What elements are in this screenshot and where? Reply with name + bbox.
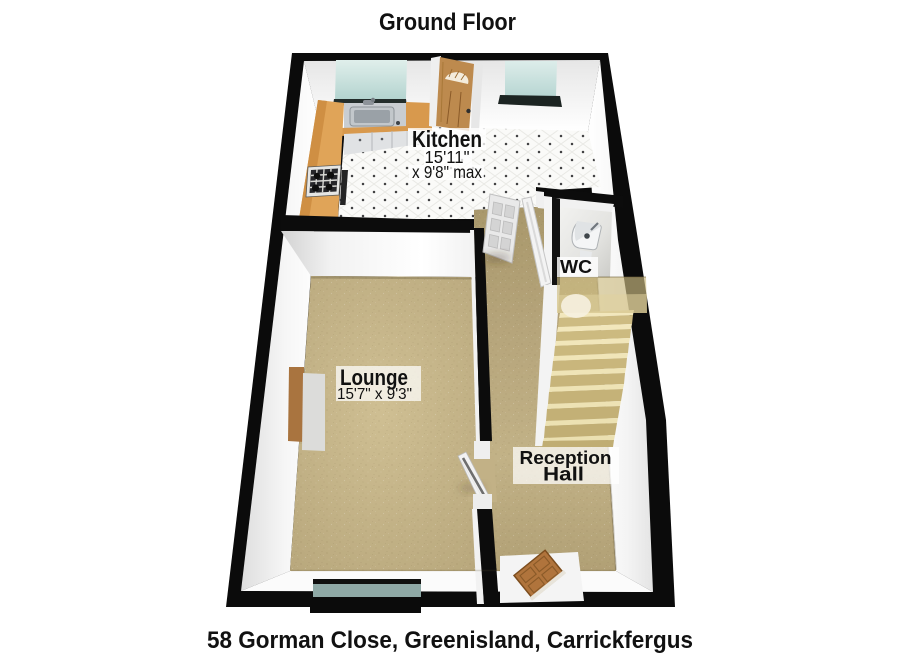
svg-text:x 9'8" max: x 9'8" max xyxy=(412,162,482,182)
svg-text:58 Gorman Close, Greenisland,: 58 Gorman Close, Greenisland, Carrickfer… xyxy=(207,627,693,654)
svg-text:Hall: Hall xyxy=(543,465,584,486)
svg-text:Kitchen: Kitchen xyxy=(412,126,482,152)
svg-text:15'7" x 9'3": 15'7" x 9'3" xyxy=(337,386,412,403)
svg-text:Ground Floor: Ground Floor xyxy=(379,9,516,36)
svg-text:15'11": 15'11" xyxy=(425,147,470,167)
svg-text:Lounge: Lounge xyxy=(340,365,408,390)
svg-text:Reception: Reception xyxy=(520,447,612,468)
svg-text:WC: WC xyxy=(560,256,592,277)
